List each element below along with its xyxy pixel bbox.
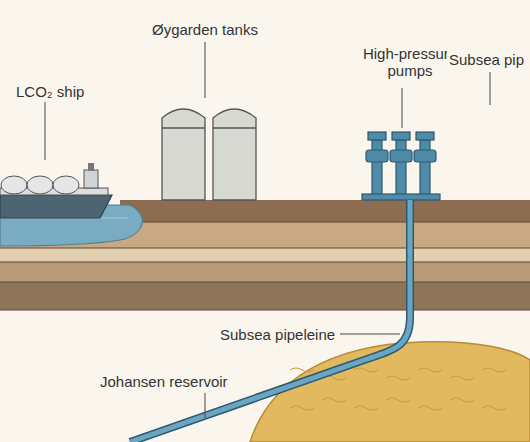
storage-tanks bbox=[162, 109, 256, 200]
rock-layer bbox=[0, 262, 530, 282]
rock-layer bbox=[0, 248, 530, 262]
subsea-pipe-outline bbox=[130, 200, 410, 442]
part-label: LCO₂ ship bbox=[14, 82, 86, 101]
rock-layer bbox=[0, 282, 530, 310]
part-label: Subsea pip bbox=[447, 50, 526, 69]
part-label: Subsea pipeleine bbox=[218, 325, 337, 344]
subsea-pipe bbox=[130, 200, 410, 442]
part-label: Johansen reservoir bbox=[98, 372, 230, 391]
reservoir-body bbox=[250, 342, 530, 442]
leader-lines bbox=[45, 42, 490, 418]
soil-layer bbox=[120, 200, 530, 222]
part-label: Øygarden tanks bbox=[150, 20, 260, 39]
lco2-ship bbox=[0, 163, 112, 218]
pumps bbox=[362, 132, 440, 200]
